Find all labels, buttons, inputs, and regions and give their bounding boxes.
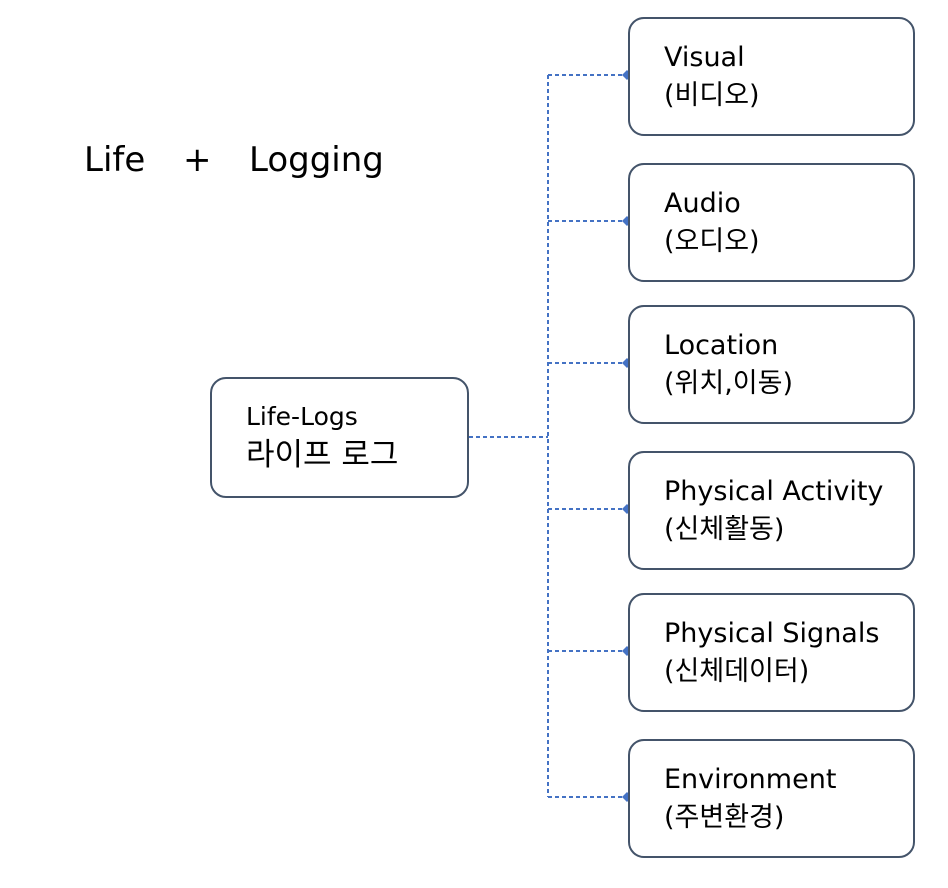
title-logging: Logging <box>249 140 384 180</box>
category-node-audio: Audio (오디오) <box>628 163 915 282</box>
category-node-physical-activity: Physical Activity (신체활동) <box>628 451 915 570</box>
category-label-en: Audio <box>664 187 741 219</box>
category-label-en: Location <box>664 329 779 361</box>
category-label-ko: (신체데이터) <box>664 655 810 687</box>
root-node-label-en: Life-Logs <box>246 401 358 431</box>
title-plus-sign: + <box>183 140 212 180</box>
category-label-ko: (위치,이동) <box>664 367 794 399</box>
root-node-life-logs: Life-Logs 라이프 로그 <box>210 377 469 498</box>
category-node-environment: Environment (주변환경) <box>628 739 915 858</box>
root-node-label-ko: 라이프 로그 <box>246 436 399 473</box>
category-label-en: Environment <box>664 763 837 795</box>
category-label-en: Visual <box>664 41 745 73</box>
title-life: Life <box>84 140 146 180</box>
category-node-location: Location (위치,이동) <box>628 305 915 424</box>
category-node-visual: Visual (비디오) <box>628 17 915 136</box>
category-label-ko: (오디오) <box>664 225 760 257</box>
category-label-ko: (비디오) <box>664 79 760 111</box>
category-label-ko: (주변환경) <box>664 801 785 833</box>
category-label-en: Physical Activity <box>664 475 884 507</box>
category-node-physical-signals: Physical Signals (신체데이터) <box>628 593 915 712</box>
category-label-ko: (신체활동) <box>664 513 785 545</box>
category-label-en: Physical Signals <box>664 617 880 649</box>
